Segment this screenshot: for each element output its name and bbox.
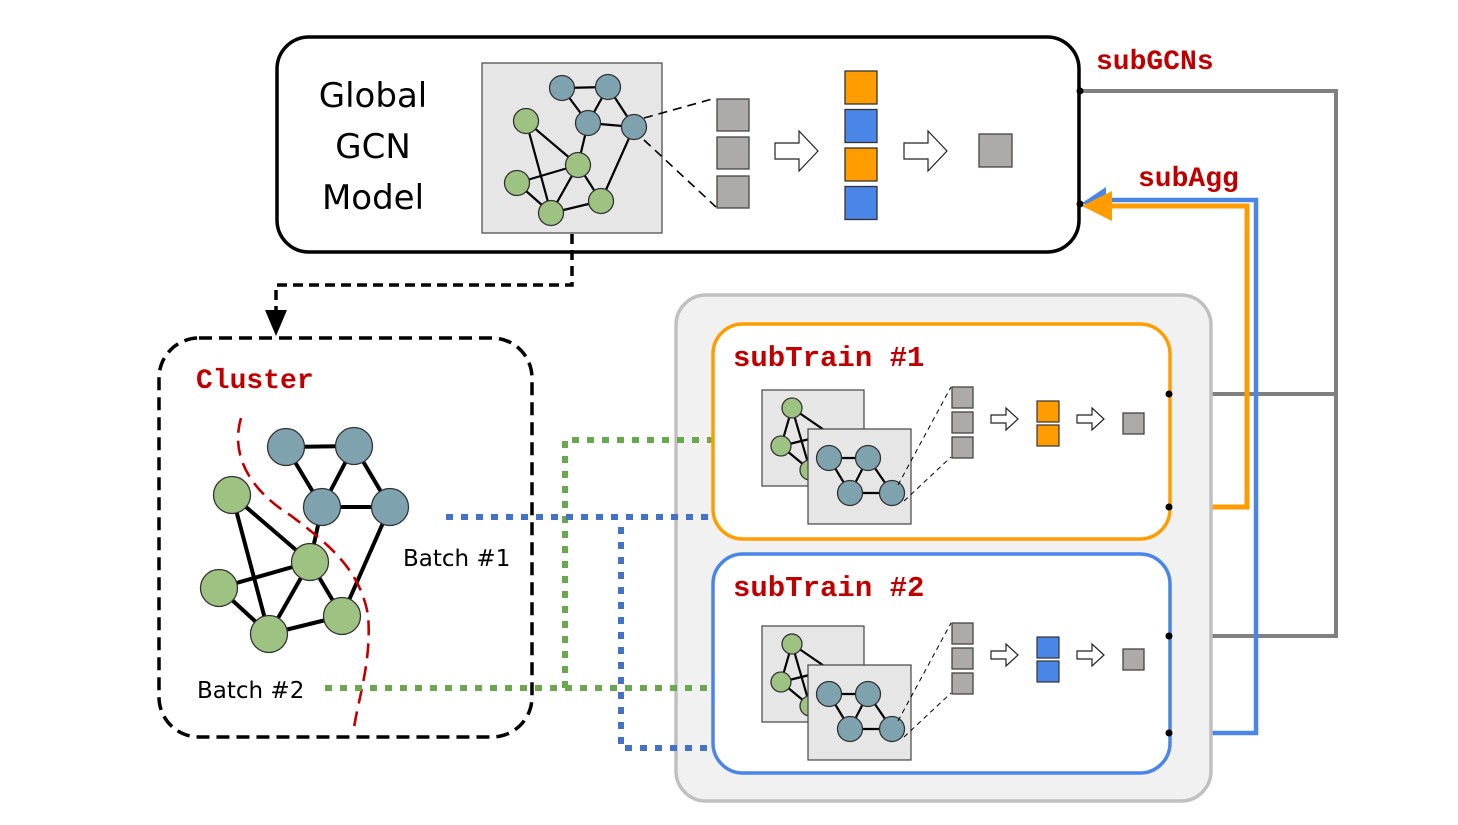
- subtrain-title: subTrain #1: [733, 342, 924, 375]
- graph-node: [548, 74, 576, 102]
- connector-dot: [1165, 503, 1173, 511]
- graph-node: [770, 435, 792, 457]
- graph-node: [781, 397, 803, 419]
- feature-square: [951, 647, 974, 670]
- hollow-arrow-icon: [1076, 642, 1105, 668]
- graph-node: [878, 479, 906, 507]
- graph-node: [836, 715, 864, 743]
- global-embeddings: [844, 70, 878, 221]
- global-output-square: [978, 133, 1013, 168]
- graph-node: [503, 169, 531, 197]
- arrow-head-icon: [1082, 191, 1112, 221]
- graph-node: [594, 73, 622, 101]
- feature-square: [951, 386, 974, 409]
- graph-node: [199, 568, 239, 608]
- graph-node: [322, 596, 362, 636]
- subtrain-box-1: subTrain #1: [711, 322, 1173, 541]
- graph-node: [334, 426, 374, 466]
- graph-node: [302, 487, 342, 527]
- partition-curve: [236, 417, 370, 729]
- graph-node: [266, 427, 306, 467]
- feature-square: [951, 672, 974, 695]
- global-graph: [481, 62, 663, 234]
- graph-node: [290, 542, 330, 582]
- arrow-head-icon: [265, 310, 287, 336]
- graph-node: [370, 487, 410, 527]
- embedding-square: [844, 108, 878, 144]
- global-title-line-3: Model: [322, 178, 424, 218]
- embedding-square: [844, 185, 878, 221]
- cluster-box: Cluster Batch: [157, 336, 534, 739]
- embedding-square: [1036, 424, 1060, 447]
- feature-square: [951, 622, 974, 645]
- graph-node: [854, 444, 882, 472]
- global-title-line-1: Global: [319, 76, 427, 116]
- feature-square: [951, 436, 974, 459]
- projection-line: [643, 97, 717, 119]
- graph-node: [212, 475, 252, 515]
- feature-square: [951, 411, 974, 434]
- embedding-square: [844, 147, 878, 182]
- model-to-cluster-arrow: [265, 234, 574, 336]
- projection-line: [643, 139, 717, 208]
- output-square: [1122, 648, 1145, 671]
- graph-node: [564, 151, 592, 179]
- graph-node: [836, 479, 864, 507]
- embedding-square: [1036, 636, 1060, 659]
- embedding-square: [1036, 660, 1060, 683]
- subtrain-box-2: subTrain #2: [711, 552, 1173, 775]
- embedding-square: [1036, 400, 1060, 423]
- global-title-line-2: GCN: [335, 127, 411, 167]
- graph-node: [512, 107, 540, 135]
- graph-node: [815, 444, 843, 472]
- cluster-graph: [199, 426, 410, 654]
- connector-dot: [1165, 729, 1173, 737]
- hollow-arrow-icon: [990, 642, 1019, 668]
- graph-node: [878, 715, 906, 743]
- connector-dot: [1165, 390, 1173, 398]
- graph-node: [854, 680, 882, 708]
- subagg-label: subAgg: [1138, 164, 1239, 195]
- graph-node: [587, 187, 615, 215]
- output-square: [1122, 412, 1145, 435]
- global-gcn-model-box: Global GCN Model: [275, 35, 1081, 254]
- graph-node: [537, 199, 565, 227]
- embedding-square: [844, 70, 878, 105]
- connector-dot: [1165, 632, 1173, 640]
- graph-node: [574, 109, 602, 137]
- hollow-arrow-icon: [990, 406, 1019, 432]
- subgcns-label: subGCNs: [1096, 47, 1214, 78]
- hollow-arrow-icon: [774, 129, 819, 173]
- batch1-label: Batch #1: [403, 546, 510, 572]
- graph-node: [620, 113, 648, 141]
- graph-node: [249, 614, 289, 654]
- cluster-label: Cluster: [196, 366, 314, 397]
- graph-node: [770, 671, 792, 693]
- hollow-arrow-icon: [903, 129, 948, 173]
- subtrain-title: subTrain #2: [733, 572, 924, 605]
- batch2-label: Batch #2: [197, 678, 304, 704]
- hollow-arrow-icon: [1076, 406, 1105, 432]
- graph-node: [781, 633, 803, 655]
- graph-node: [815, 680, 843, 708]
- global-features: [716, 98, 750, 209]
